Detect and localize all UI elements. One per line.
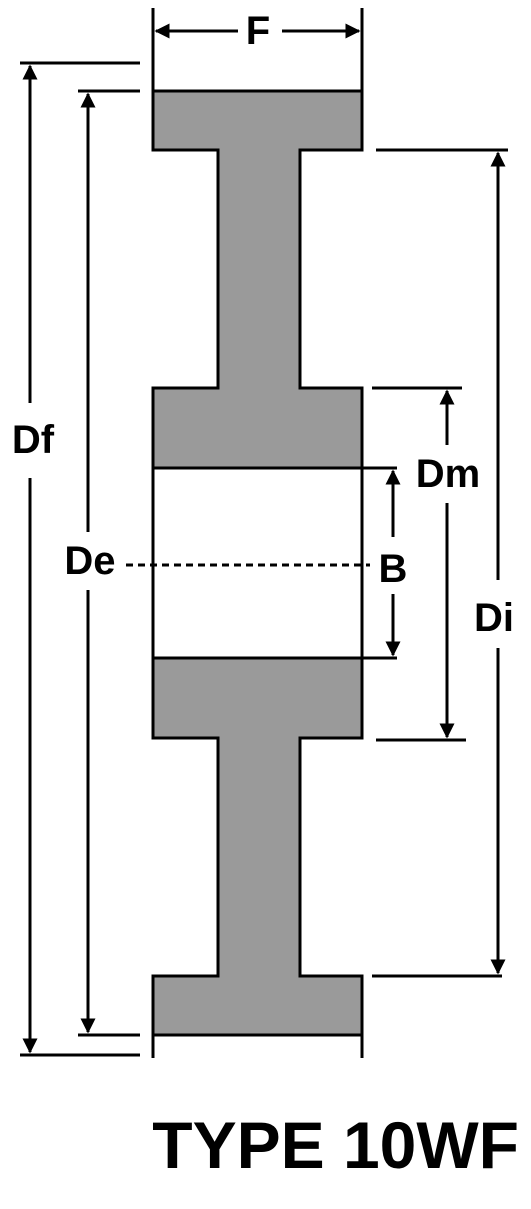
dimension-de xyxy=(78,89,140,1037)
dimension-df xyxy=(20,61,140,1057)
label-di: Di xyxy=(474,596,514,640)
dimension-di xyxy=(372,148,508,978)
flange-bottom-ticks xyxy=(151,1035,364,1058)
diagram-title: TYPE 10WF xyxy=(152,1108,519,1182)
pulley-upper-section xyxy=(151,89,364,470)
label-f: F xyxy=(246,9,270,53)
dimension-dm xyxy=(372,386,466,742)
pulley-lower-section xyxy=(151,656,364,1037)
dimension-f xyxy=(151,8,364,92)
dimension-b xyxy=(362,466,401,660)
label-dm: Dm xyxy=(416,452,480,496)
label-df: Df xyxy=(12,418,55,462)
label-de: De xyxy=(64,539,115,583)
label-b: B xyxy=(379,547,408,591)
bore xyxy=(151,466,364,660)
